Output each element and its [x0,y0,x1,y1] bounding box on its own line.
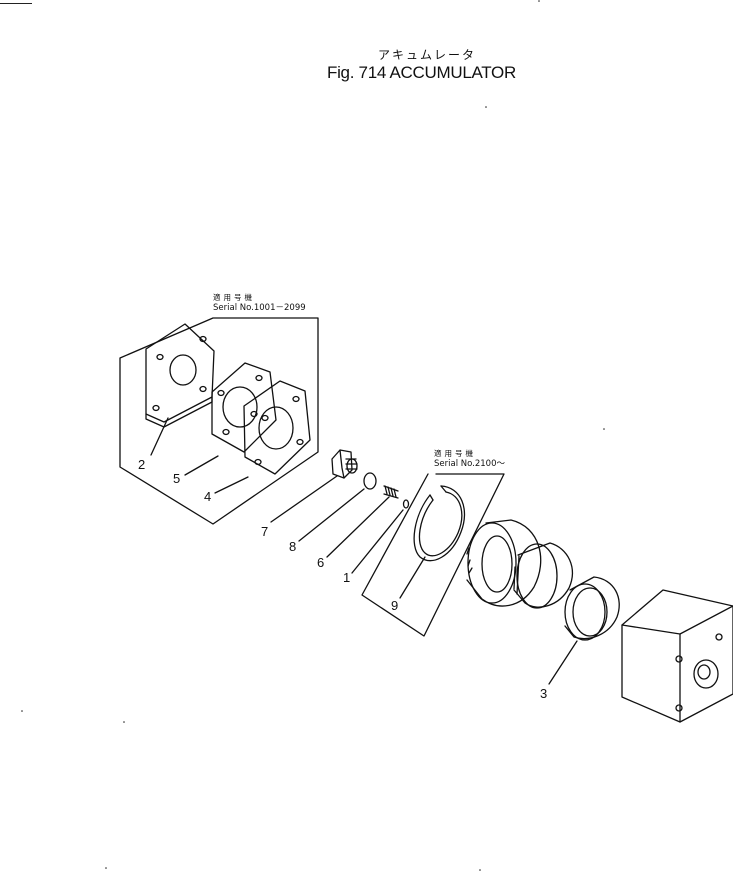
callout-7: 7 [261,524,268,539]
callout-labels: 2 5 4 7 8 6 1 9 3 [138,457,547,701]
callout-2: 2 [138,457,145,472]
applicable-serial-label: 適用号機 [434,449,476,458]
callout-9: 9 [391,598,398,613]
leader-line-9 [399,556,426,599]
gasket-part-4 [243,380,311,475]
callout-8: 8 [289,539,296,554]
leader-line-4 [214,476,249,494]
figure-title-japanese: アキュムレータ [378,48,477,62]
spring-part-6 [383,485,399,499]
applicable-serial-label: 適用号機 [213,293,255,302]
callout-3: 3 [540,686,547,701]
o-ring-part-1 [402,499,410,509]
callout-1: 1 [343,570,350,585]
corner-rule [0,3,32,4]
leader-line-2 [150,417,169,456]
leader-line-5 [184,455,219,476]
snap-ring-part-9 [413,485,466,562]
serial-range: Serial No.1001－2099 [213,303,306,313]
gasket-part-5 [211,362,277,453]
callout-5: 5 [173,471,180,486]
leader-line-6 [326,496,390,558]
cap-part-3 [564,576,620,641]
o-ring-part-8 [363,472,377,490]
plug-part-7 [331,449,358,479]
leader-line-3 [548,640,578,685]
accumulator-body [621,589,733,723]
leader-line-1 [351,509,404,574]
serial-group-bracket-late [361,473,505,637]
leader-line-7 [270,475,338,523]
serial-group-label-late: 適用号機 Serial No.2100～ [434,448,505,470]
serial-group-label-early: 適用号機 Serial No.1001－2099 [213,292,306,314]
accumulator-piston [513,542,574,609]
figure-title: Fig. 714 ACCUMULATOR [327,63,516,82]
scan-specks [21,0,605,871]
leader-line-8 [298,488,365,542]
callout-4: 4 [204,489,211,504]
accumulator-sleeve [466,519,542,607]
serial-range: Serial No.2100～ [434,459,505,469]
flange-plate-part-2 [145,323,215,428]
serial-group-bracket-early [119,317,319,525]
callout-6: 6 [317,555,324,570]
